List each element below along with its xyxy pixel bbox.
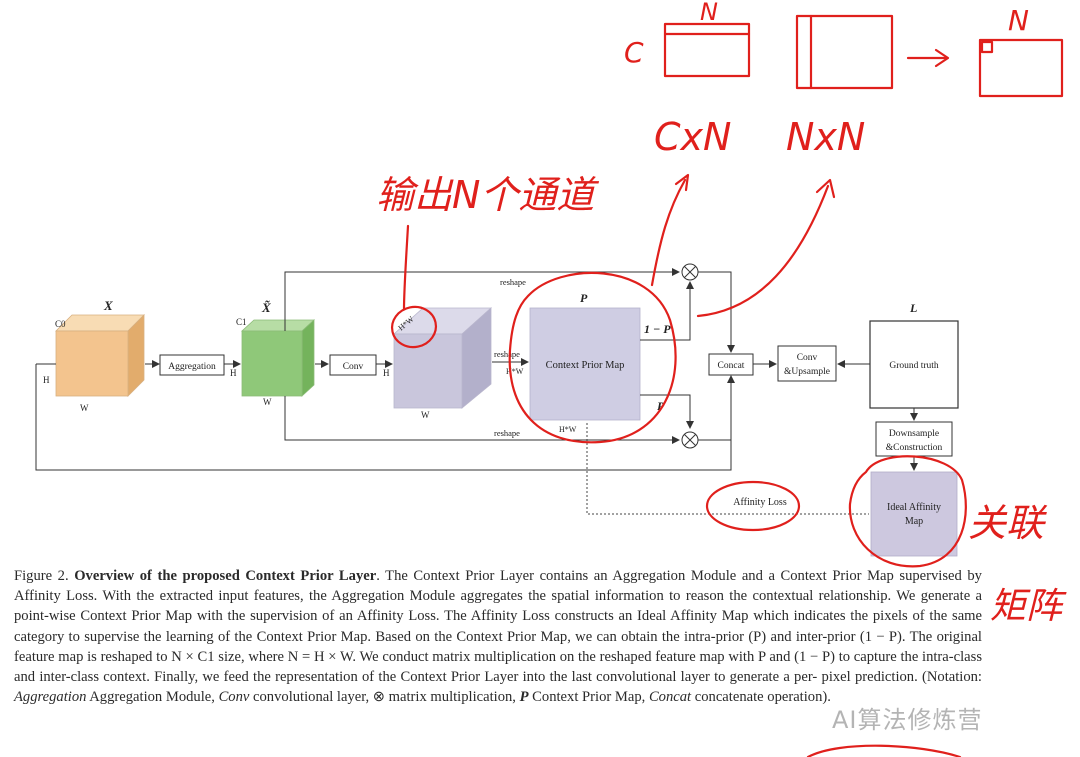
- caption-line4: constructs an Ideal Affinity Map which i…: [14, 608, 982, 645]
- c0-label: C0: [55, 319, 66, 329]
- downsample-label-1: Downsample: [889, 429, 939, 439]
- watermark: AI算法修炼营: [832, 706, 983, 734]
- c1-label: C1: [236, 317, 247, 327]
- diagram: X C0 H W Aggregation X̃ C1 H W Conv H H*: [35, 263, 959, 557]
- x-tilde-w-label: W: [263, 397, 272, 407]
- one-minus-p-label: 1 − P: [644, 322, 671, 336]
- caption-line9: concatenate operation).: [691, 689, 831, 706]
- nxn-note: NxN: [786, 115, 865, 159]
- reshape-bottom-label: reshape: [494, 428, 520, 438]
- p-top-label: P: [580, 291, 588, 305]
- relation-matrix-note-2: 矩阵: [990, 586, 1067, 627]
- n-top-1: N: [700, 0, 718, 26]
- ideal-affinity-label-2: Map: [905, 516, 923, 527]
- aggregation-box: [159, 354, 225, 376]
- x-h-label: H: [43, 375, 50, 385]
- caption-concat: Concat: [648, 689, 692, 706]
- n-top-3: N: [1008, 4, 1029, 37]
- reshape-top-label: reshape: [500, 277, 526, 287]
- affinity-loss-label: Affinity Loss: [733, 497, 787, 508]
- conv-upsample-label-1: Conv: [797, 353, 818, 363]
- p-right-label: P: [657, 399, 665, 413]
- hw-bottom-label: H*W: [559, 425, 577, 434]
- caption-line8b: Aggregation Module,: [86, 689, 219, 706]
- caption-title: Overview of the proposed Context Prior L…: [74, 568, 377, 584]
- caption-line6: size, where N = H × W. We conduct matrix…: [218, 648, 983, 665]
- x-w-label: W: [80, 403, 89, 413]
- x-tilde-label: X̃: [261, 300, 271, 315]
- context-prior-map-label: Context Prior Map: [546, 360, 625, 371]
- caption-agg: Aggregation: [14, 689, 87, 706]
- l-label: L: [909, 301, 917, 315]
- conv-w-label: W: [421, 410, 430, 420]
- x-tilde-h-label: H: [230, 368, 237, 378]
- caption-line8c: convolutional layer, ⊗ matrix multiplica…: [249, 689, 520, 706]
- conv-label: Conv: [343, 362, 364, 372]
- caption-conv: Conv: [218, 689, 250, 706]
- x-tilde-cube: [240, 319, 316, 397]
- output-channels-note: 输出N个通道: [376, 173, 599, 217]
- x-label: X: [103, 298, 113, 313]
- caption-line2: Prior Map supervised by Affinity Loss. W…: [14, 568, 982, 605]
- conv-upsample-label-2: &Upsample: [784, 367, 830, 377]
- c-left: C: [624, 36, 644, 69]
- downsample-label-2: &Construction: [886, 443, 943, 453]
- handwritten-annotations: [390, 14, 1064, 757]
- aggregation-label: Aggregation: [168, 362, 216, 372]
- ideal-affinity-label-1: Ideal Affinity: [887, 502, 941, 513]
- downsample-box: [875, 421, 953, 457]
- conv-output-cube: [392, 307, 493, 409]
- caption-line8a: pixel prediction. (Notation:: [821, 669, 982, 686]
- caption-line7: and inter-class context. Finally, we fee…: [14, 669, 818, 686]
- relation-matrix-note-1: 关联: [968, 501, 1048, 545]
- x-cube: [55, 314, 145, 397]
- caption-line3: reason the contextual relationship. We g…: [14, 588, 983, 625]
- conv-h-label: H: [383, 368, 390, 378]
- ground-truth-box: [869, 320, 959, 409]
- reshape-mid-label: reshape: [494, 349, 520, 359]
- cxn-note: CxN: [654, 115, 731, 159]
- conv-upsample-box: [777, 345, 837, 382]
- figure-caption: Figure 2. Overview of the proposed Conte…: [14, 566, 982, 707]
- context-prior-map-box: [529, 307, 641, 421]
- caption-line8d: Context Prior Map,: [528, 689, 646, 706]
- caption-p: P: [519, 689, 529, 706]
- caption-line1: . The Context Prior Layer contains an Ag…: [376, 568, 827, 584]
- handwritten-text: 输出N个通道 N C CxN NxN N 关联 矩阵: [376, 0, 1067, 627]
- concat-label: Concat: [718, 361, 745, 371]
- caption-line5: on the Context Prior Map, we can obtain …: [14, 628, 982, 665]
- matmul-bottom-node: [681, 431, 699, 449]
- caption-label: Figure 2.: [14, 568, 69, 584]
- ideal-affinity-map-box: [870, 471, 958, 557]
- hw-mid-label: H*W: [506, 367, 524, 376]
- conv-box: [329, 354, 377, 376]
- ground-truth-label: Ground truth: [889, 361, 939, 371]
- matmul-top-node: [681, 263, 699, 281]
